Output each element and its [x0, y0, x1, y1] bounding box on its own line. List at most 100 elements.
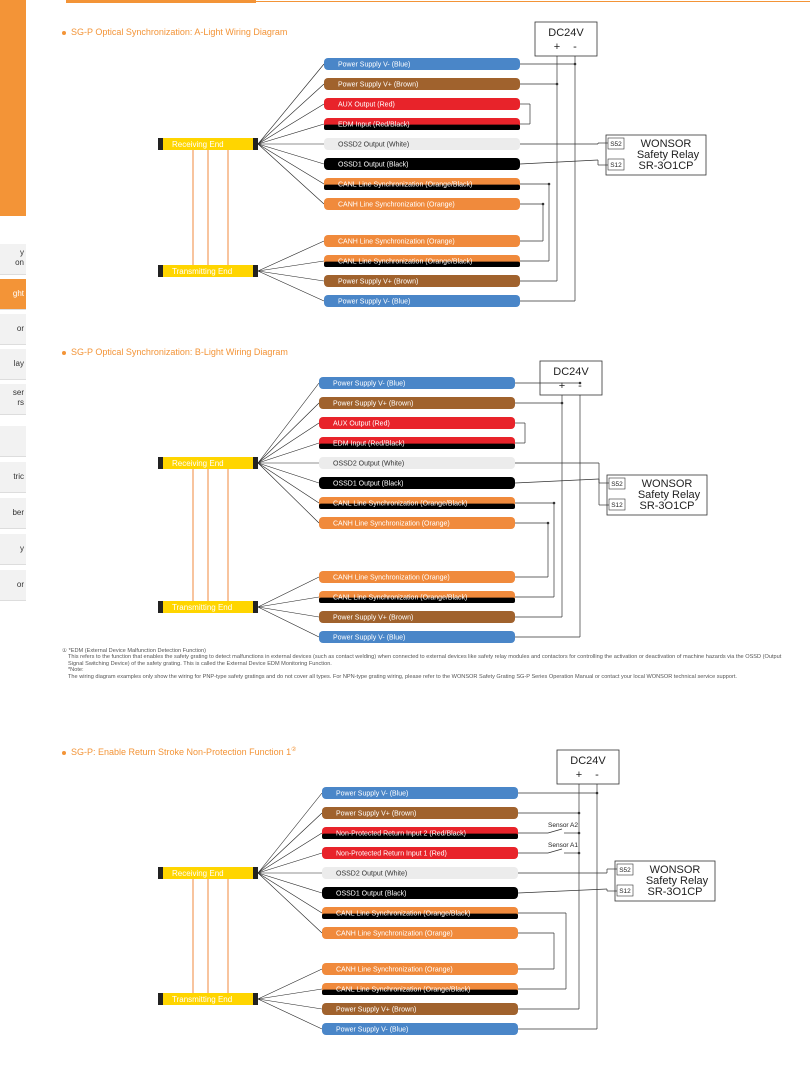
wire-connection [517, 888, 608, 894]
wire-label: CANL Line Synchronization (Orange/Black) [338, 182, 472, 189]
relay-s52-label: S52 [610, 141, 622, 148]
footnote-body: This refers to the function that enables… [68, 654, 782, 667]
transmitting-end-cap-right [253, 993, 258, 1005]
wire-label: OSSD2 Output (White) [336, 871, 407, 878]
sidebar-tab[interactable]: ber [0, 498, 26, 529]
wire-band [322, 963, 518, 975]
fan-line [257, 872, 323, 894]
wire-band-stripe [319, 503, 515, 509]
relay-terminal-s12 [616, 884, 634, 897]
wire-band-stripe [322, 913, 518, 919]
wire-label: Power Supply V- (Blue) [338, 62, 410, 69]
sensor-a1-label: Sensor A1 [548, 842, 578, 849]
fan-line [257, 143, 325, 185]
transmitting-end-bar [163, 993, 253, 1005]
receiving-end-label: Receiving End [172, 459, 224, 468]
transmitting-end-label: Transmitting End [172, 267, 232, 276]
wire-connection [519, 159, 599, 165]
sidebar-tab-label: ber [12, 508, 24, 517]
bullet-icon [62, 30, 66, 35]
wire-label: OSSD2 Output (White) [333, 461, 404, 468]
wire-band [324, 138, 520, 150]
transmitting-end-cap-left [158, 265, 163, 277]
wire-band [324, 78, 520, 90]
sidebar-tab[interactable] [0, 426, 26, 457]
relay-brand: WONSOR [641, 138, 692, 150]
sensor-a2-label: Sensor A2 [548, 822, 578, 829]
junction-dot [555, 82, 559, 86]
wire-label: AUX Output (Red) [333, 421, 390, 428]
wire-label: OSSD1 Output (Black) [338, 162, 408, 169]
diagram-a-title: SG-P Optical Synchronization: A-Light Wi… [62, 27, 287, 37]
transmitting-end-cap-left [158, 993, 163, 1005]
dc-minus: - [595, 769, 599, 781]
wire-label: OSSD1 Output (Black) [336, 891, 406, 898]
sidebar-tab-label: or [16, 580, 24, 589]
junction-dot [547, 182, 551, 186]
receiving-end-cap-right [253, 138, 258, 150]
relay-brand: WONSOR [650, 864, 701, 876]
fan-line [257, 812, 323, 874]
wire-label: EDM Input (Red/Black) [338, 122, 410, 129]
fan-line [257, 240, 325, 272]
relay-type: Safety Relay [646, 875, 709, 887]
top-accent-bar [66, 0, 256, 3]
wire-band [324, 58, 520, 70]
bullet-icon [62, 350, 66, 355]
wire-band-stripe [324, 124, 520, 130]
wire-label: CANL Line Synchronization (Orange/Black) [333, 595, 467, 602]
relay-model: SR-3O1CP [639, 500, 694, 512]
wire-label: CANH Line Synchronization (Orange) [338, 239, 455, 246]
sidebar-tab[interactable]: ser rs [0, 384, 26, 415]
sidebar-tab-label: ser rs [12, 388, 24, 407]
wire-connection [547, 848, 563, 854]
sidebar-tab[interactable]: tric [0, 462, 26, 493]
sidebar-tab[interactable]: y [0, 534, 26, 565]
receiving-end-cap-right [253, 457, 258, 469]
fan-line [257, 382, 320, 464]
sidebar-tab[interactable]: or [0, 314, 26, 345]
wire-band [322, 807, 518, 819]
wire-band [319, 517, 515, 529]
wire-band [324, 158, 520, 170]
receiving-end-label: Receiving End [172, 869, 224, 878]
relay-brand: WONSOR [642, 478, 693, 490]
wire-label: EDM Input (Red/Black) [333, 441, 405, 448]
sidebar-tab[interactable]: y on [0, 244, 26, 275]
note-body: The wiring diagram examples only show th… [68, 673, 737, 680]
sidebar-tab-label: y [20, 544, 24, 553]
wire-band [324, 295, 520, 307]
wire-label: Power Supply V- (Blue) [336, 1027, 408, 1034]
fan-line [257, 872, 323, 934]
wire-band-stripe [322, 833, 518, 839]
fan-line [257, 442, 320, 464]
relay-terminal-s12 [607, 158, 625, 171]
wire-band [319, 571, 515, 583]
fan-line [257, 123, 325, 145]
receiving-end-bar [163, 867, 253, 879]
fan-line [257, 143, 325, 165]
sidebar-tab[interactable]: ght [0, 279, 26, 310]
junction-dot [578, 381, 582, 385]
receiving-end-cap-right [253, 867, 258, 879]
fan-line [257, 103, 325, 145]
fan-line [257, 988, 323, 1000]
fan-line [257, 606, 320, 638]
wire-label: Power Supply V+ (Brown) [333, 401, 413, 408]
wire-band [324, 275, 520, 287]
sidebar-tab[interactable]: or [0, 570, 26, 601]
transmitting-end-bar [163, 265, 253, 277]
wire-label: Power Supply V+ (Brown) [333, 615, 413, 622]
wire-band [322, 847, 518, 859]
wire-band-stripe [319, 443, 515, 449]
relay-s12-label: S12 [610, 162, 622, 169]
wire-label: CANH Line Synchronization (Orange) [333, 575, 450, 582]
sidebar-tab[interactable]: lay [0, 349, 26, 380]
sidebar-tab-label: or [16, 324, 24, 333]
sidebar-tab-label: lay [13, 359, 24, 368]
wire-label: CANL Line Synchronization (Orange/Black) [338, 259, 472, 266]
dc-label: DC24V [570, 755, 606, 767]
fan-line [257, 462, 320, 484]
wire-band [319, 417, 515, 429]
